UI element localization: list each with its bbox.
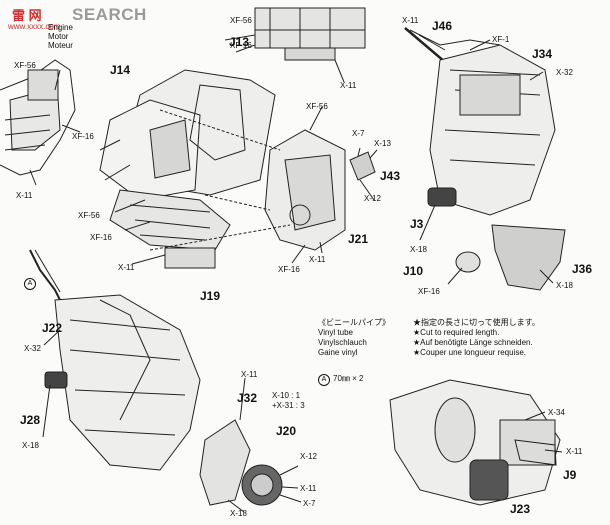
engine-title-en: Engine <box>48 23 73 32</box>
part-j23: J23 <box>510 502 531 516</box>
label-x18: X-18 <box>410 245 427 254</box>
watermark-logo: 雷 网 <box>12 8 42 23</box>
engine-title-fr: Moteur <box>48 40 73 50</box>
watermark: 雷 网 www.xxxx.com SEARCH <box>2 2 162 36</box>
label-x18: X-18 <box>556 281 573 290</box>
engine-title-de: Motor <box>48 31 69 41</box>
watermark-text: SEARCH <box>72 5 147 24</box>
part-j19: J19 <box>200 289 221 303</box>
label-x11: X-11 <box>309 255 326 264</box>
note-de-title: Vinylschlauch <box>318 338 367 347</box>
tube-marker-a: A <box>24 278 39 290</box>
label-x12: X-12 <box>300 452 317 461</box>
part-j36: J36 <box>572 262 593 276</box>
label-xf16: XF-16 <box>230 41 252 50</box>
label-xf56: XF-56 <box>306 102 328 111</box>
label-x11: X-11 <box>16 191 33 200</box>
label-x11: X-11 <box>402 16 419 25</box>
label-x7: X-7 <box>303 499 316 508</box>
note-en-title: Vinyl tube <box>318 328 353 337</box>
part-j43: J43 <box>380 169 401 183</box>
label-x11: X-11 <box>118 263 135 272</box>
label-x11: X-11 <box>241 370 258 379</box>
label-x11: X-11 <box>300 484 317 493</box>
part-j46: J46 <box>432 19 453 33</box>
label-xf56: XF-56 <box>230 16 252 25</box>
note-jp-text: ★指定の長さに切って使用します。 <box>413 318 540 327</box>
label-xf16: XF-16 <box>72 132 94 141</box>
label-xf16: XF-16 <box>278 265 300 274</box>
label-x11: X-11 <box>340 81 357 90</box>
circle-a-icon: A <box>24 278 36 290</box>
note-fr-text: ★Couper une longueur requise. <box>413 348 527 357</box>
label-xf56: XF-56 <box>78 211 100 220</box>
part-j9: J9 <box>563 468 577 482</box>
tube-length: 70㎜ × 2 <box>333 374 364 383</box>
label-xf56: XF-56 <box>14 61 36 70</box>
part-j13: J13 <box>229 35 250 49</box>
vinyl-tube-note: 《ビニールパイプ》 ★指定の長さに切って使用します。 Vinyl tube ★Cut… <box>318 318 563 358</box>
label-x32: X-32 <box>556 68 573 77</box>
label-x31: +X-31 : 3 <box>272 401 305 410</box>
label-x7: X-7 <box>352 129 365 138</box>
engine-title: Engine Motor Moteur <box>48 23 73 50</box>
label-x12: X-12 <box>364 194 381 203</box>
label-x10: X-10 : 1 <box>272 391 301 400</box>
label-x34: X-34 <box>548 408 565 417</box>
label-xf1: XF-1 <box>492 35 510 44</box>
label-xf16: XF-16 <box>418 287 440 296</box>
part-j20: J20 <box>276 424 297 438</box>
circle-a-icon: A <box>318 374 330 386</box>
label-x18: X-18 <box>22 441 39 450</box>
note-en-text: ★Cut to required length. <box>413 328 500 337</box>
part-j34: J34 <box>532 47 553 61</box>
note-jp-title: 《ビニールパイプ》 <box>318 318 390 327</box>
part-j32: J32 <box>237 391 258 405</box>
label-x13: X-13 <box>374 139 391 148</box>
part-j10: J10 <box>403 264 424 278</box>
watermark-url: www.xxxx.com <box>8 22 61 31</box>
label-x32: X-32 <box>24 344 41 353</box>
note-de-text: ★Auf benötigte Länge schneiden. <box>413 338 533 347</box>
label-x11: X-11 <box>566 447 583 456</box>
part-j3: J3 <box>410 217 424 231</box>
part-j22: J22 <box>42 321 63 335</box>
part-j14: J14 <box>110 63 131 77</box>
part-j21: J21 <box>348 232 369 246</box>
label-x18: X-18 <box>230 509 247 518</box>
note-fr-title: Gaine vinyl <box>318 348 358 357</box>
label-xf16: XF-16 <box>90 233 112 242</box>
part-j28: J28 <box>20 413 41 427</box>
